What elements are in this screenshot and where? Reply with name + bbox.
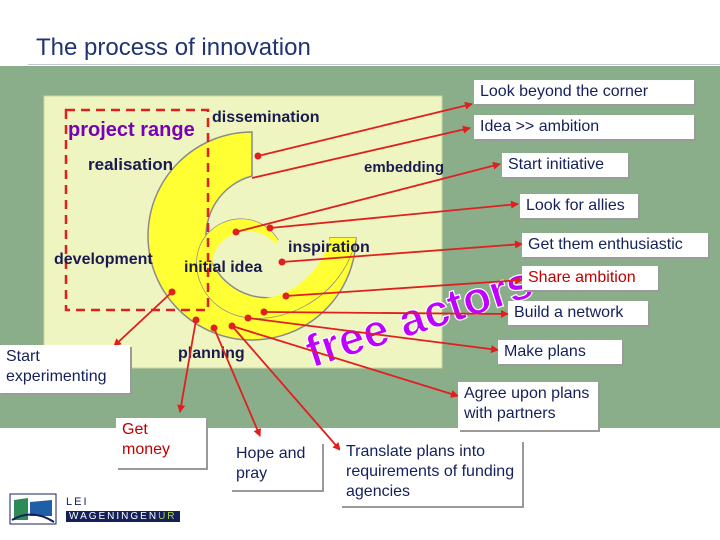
action-share-ambition: Share ambition [522, 266, 658, 290]
action-hope-pray: Hope and pray [230, 442, 322, 490]
action-text: Translate plans into requirements of fun… [346, 443, 515, 500]
arrow-origin-dot [192, 316, 200, 324]
phase-dissemination: dissemination [212, 109, 320, 126]
phase-planning: planning [178, 345, 245, 362]
action-text: Hope and pray [236, 445, 306, 482]
logo-line1: LEI [66, 496, 89, 508]
action-text: Start initiative [508, 156, 605, 173]
phase-development: development [54, 251, 153, 268]
arrow-origin-dot [210, 324, 218, 332]
arrow-origin-dot [278, 258, 286, 266]
arrow-get-money [177, 319, 197, 413]
arrow-enthusiastic [281, 240, 523, 263]
action-look-beyond: Look beyond the corner [474, 80, 694, 104]
logo-suffix: UR [158, 511, 177, 522]
arrow-origin-dot [254, 152, 262, 160]
action-text: Get them enthusiastic [528, 236, 683, 253]
slide-title: The process of innovation [36, 34, 311, 61]
phase-inspiration: inspiration [288, 239, 370, 256]
action-text: Look for allies [526, 197, 625, 214]
phase-initial-idea: initial idea [184, 259, 262, 276]
arrow-look-beyond [257, 101, 473, 157]
arrow-origin-dot [282, 292, 290, 300]
arrow-origin-dot [232, 228, 240, 236]
phase-realisation: realisation [88, 155, 173, 174]
arrow-hope-pray [213, 327, 261, 437]
wageningen-logo-icon [9, 493, 57, 525]
arrow-origin-dot [168, 288, 176, 296]
action-idea-ambition: Idea >> ambition [474, 115, 694, 139]
arrow-agree-plans [231, 325, 459, 398]
action-text: Start experimenting [6, 348, 107, 385]
arrow-origin-dot [228, 322, 236, 330]
arrow-build-network [263, 309, 509, 318]
action-translate-plans: Translate plans into requirements of fun… [340, 440, 522, 506]
action-enthusiastic: Get them enthusiastic [522, 233, 708, 257]
action-text: Agree upon plans with partners [464, 385, 590, 422]
arrow-origin-dot [266, 224, 274, 232]
logo-line2: WAGENINGENUR [66, 511, 180, 522]
action-text: Get money [122, 421, 171, 458]
action-text: Build a network [514, 304, 624, 321]
action-make-plans: Make plans [498, 340, 622, 364]
action-get-money: Get money [116, 418, 206, 468]
phase-embedding: embedding [364, 159, 444, 176]
arrow-start-experimenting [113, 291, 173, 347]
action-text: Share ambition [528, 269, 636, 286]
arrow-origin-dot [244, 314, 252, 322]
arrow-look-allies [269, 200, 519, 229]
action-start-experimenting: Start experimenting [0, 345, 130, 393]
title-divider [28, 64, 720, 65]
arrow-translate-plans [231, 325, 341, 451]
arrow-idea-ambition [251, 125, 471, 179]
action-start-initiative: Start initiative [502, 153, 628, 177]
action-build-network: Build a network [508, 301, 648, 325]
action-text: Look beyond the corner [480, 83, 649, 100]
project-range-frame [64, 108, 210, 312]
arrow-start-initiative [235, 161, 501, 233]
action-text: Make plans [504, 343, 586, 360]
action-look-allies: Look for allies [520, 194, 638, 218]
arrow-make-plans [247, 317, 499, 354]
logo-line2-text: WAGENINGEN [69, 511, 159, 522]
action-agree-plans: Agree upon plans with partners [458, 382, 598, 430]
action-text: Idea >> ambition [480, 118, 600, 135]
arrow-origin-dot [260, 308, 268, 316]
arrow-share-ambition [285, 276, 523, 297]
phase-project-range: project range [68, 119, 195, 141]
